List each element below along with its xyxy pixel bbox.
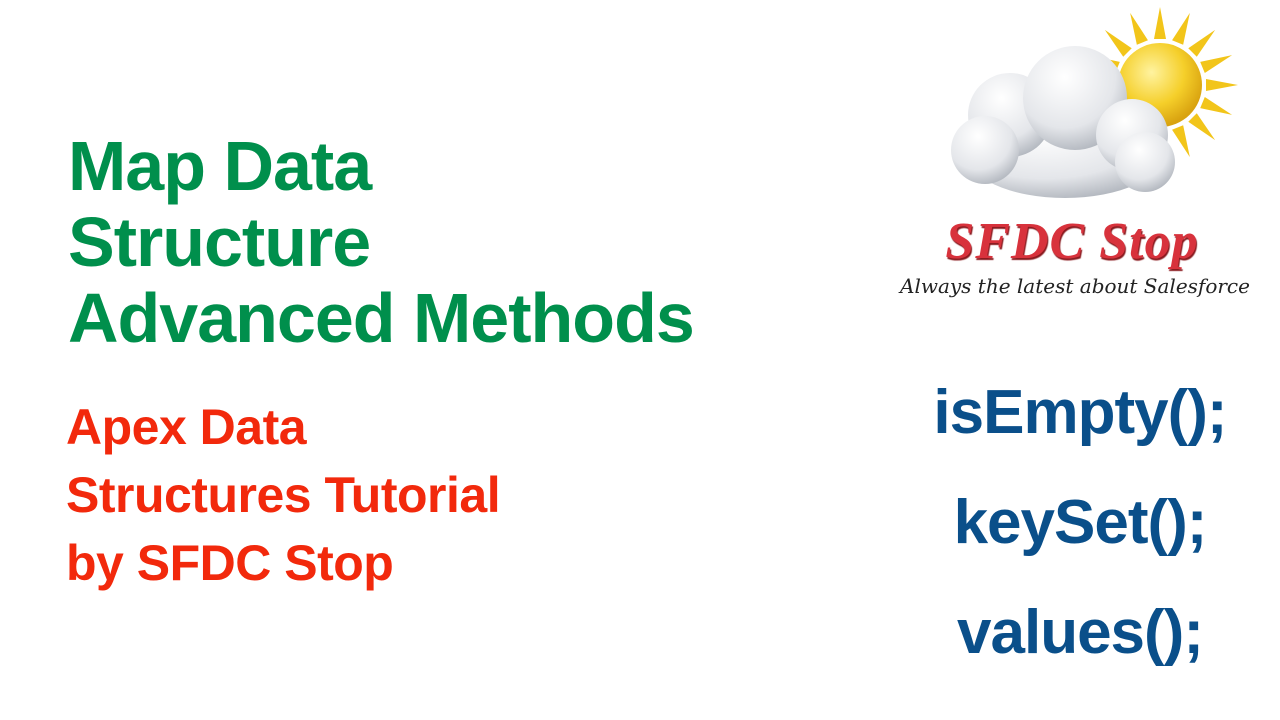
method-item: values();	[957, 598, 1204, 667]
method-item: keySet();	[953, 488, 1208, 557]
title-line: Map Data	[68, 127, 372, 205]
main-title: Map Data Structure Advanced Methods	[68, 127, 695, 357]
brand-logo	[870, 0, 1280, 310]
brand-name: SFDC Stop	[945, 213, 1199, 270]
subtitle-line: Structures Tutorial	[66, 467, 501, 523]
subtitle-line: by SFDC Stop	[66, 535, 394, 591]
subtitle: Apex Data Structures Tutorial by SFDC St…	[66, 393, 501, 597]
title-line: Structure	[68, 203, 371, 281]
cloud-sun-icon	[951, 7, 1238, 198]
brand-tagline: Always the latest about Salesforce	[900, 274, 1250, 298]
title-line: Advanced Methods	[68, 279, 695, 357]
method-item: isEmpty();	[933, 378, 1227, 447]
subtitle-line: Apex Data	[66, 399, 307, 455]
method-list: isEmpty(); keySet(); values();	[900, 358, 1260, 688]
